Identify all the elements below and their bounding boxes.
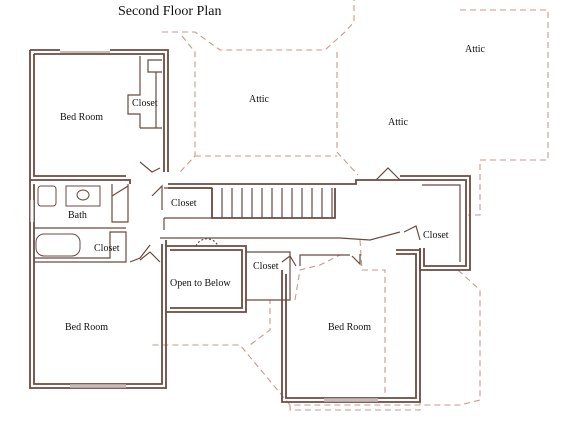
- attic-outline: [150, 0, 549, 411]
- room-label-attic-far-right: Attic: [465, 44, 486, 55]
- sink-basin-icon: [76, 189, 90, 201]
- room-label-closet-bath: Closet: [94, 243, 120, 254]
- door-swings: [111, 161, 421, 267]
- room-label-open-to-below: Open to Below: [170, 278, 231, 289]
- toilet-icon: [37, 185, 57, 207]
- room-label-closet-nw: Closet: [132, 98, 158, 109]
- room-label-attic-center: Attic: [249, 94, 270, 105]
- room-label-bath: Bath: [68, 210, 87, 221]
- room-label-attic-right: Attic: [388, 117, 409, 128]
- room-label-closet-hall: Closet: [171, 198, 197, 209]
- room-labels: Bed Room Closet Attic Attic Attic Closet…: [60, 44, 486, 333]
- room-label-closet-east: Closet: [423, 230, 449, 241]
- staircase: [221, 188, 333, 218]
- room-label-bedroom-nw: Bed Room: [60, 112, 103, 123]
- bathtub-icon: [35, 233, 81, 257]
- room-label-closet-mid: Closet: [253, 261, 279, 272]
- exterior-walls: [29, 48, 471, 403]
- room-label-bedroom-sw: Bed Room: [65, 322, 108, 333]
- plan-title: Second Floor Plan: [118, 4, 221, 19]
- room-label-bedroom-se: Bed Room: [328, 322, 371, 333]
